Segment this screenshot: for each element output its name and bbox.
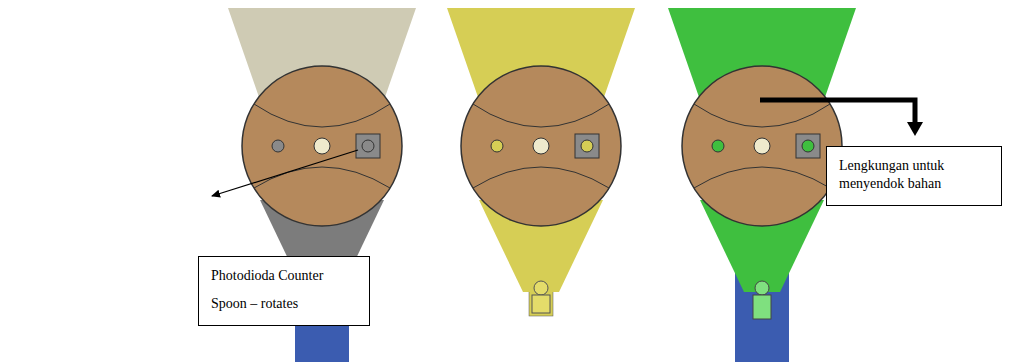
callout-box: Lengkungan untuk menyendok bahan bbox=[826, 146, 1002, 206]
pin bbox=[272, 140, 284, 152]
axle bbox=[314, 138, 330, 154]
scoop-curve bbox=[254, 167, 390, 188]
sensor-square bbox=[575, 134, 599, 158]
axle bbox=[533, 138, 549, 154]
callout-text: Spoon – rotates bbox=[211, 295, 359, 313]
scoop-curve bbox=[694, 167, 830, 188]
arrow-head bbox=[907, 122, 923, 136]
photodiode bbox=[802, 140, 814, 152]
sensor-square bbox=[356, 134, 380, 158]
callout-box: Photodioda CounterSpoon – rotates bbox=[198, 256, 370, 326]
scoop-curve bbox=[694, 104, 830, 127]
scoop-curve bbox=[254, 104, 390, 127]
pin bbox=[712, 140, 724, 152]
sensor-square bbox=[796, 134, 820, 158]
pin bbox=[491, 140, 503, 152]
leader-arrow bbox=[212, 150, 358, 196]
nozzle bbox=[753, 295, 771, 319]
nozzle bbox=[755, 281, 769, 295]
photodiode bbox=[362, 140, 374, 152]
rotor-disc bbox=[461, 66, 621, 226]
nozzle bbox=[534, 281, 548, 295]
dispenser-unit bbox=[447, 8, 635, 316]
scoop-curve bbox=[473, 167, 609, 188]
photodiode bbox=[581, 140, 593, 152]
axle bbox=[754, 138, 770, 154]
scoop-curve bbox=[473, 104, 609, 127]
rotor-disc bbox=[242, 66, 402, 226]
leader-arrow bbox=[760, 100, 915, 124]
callout-text: Photodioda Counter bbox=[211, 267, 359, 285]
rotor-disc bbox=[682, 66, 842, 226]
callout-text: Lengkungan untuk menyendok bahan bbox=[839, 157, 991, 193]
nozzle bbox=[532, 295, 550, 313]
